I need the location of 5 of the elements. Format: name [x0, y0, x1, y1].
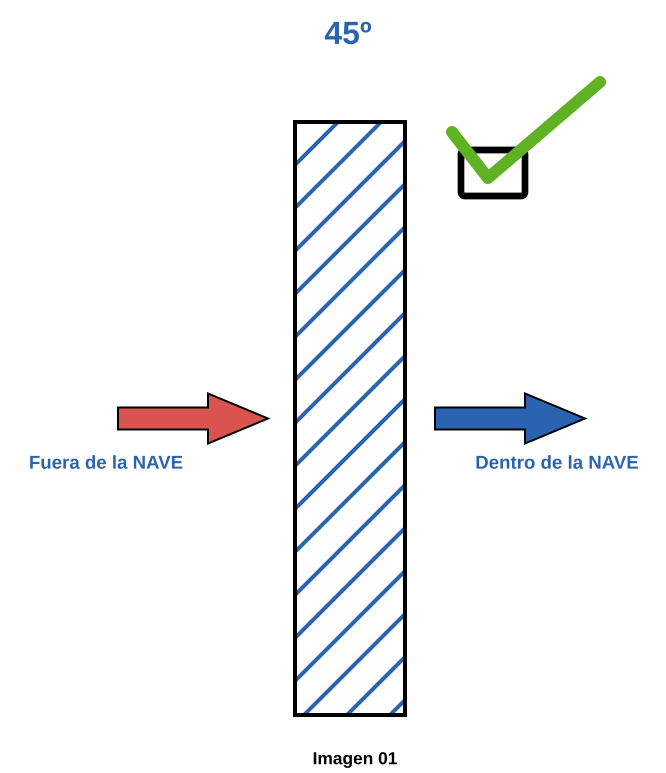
caption: Imagen 01 — [314, 752, 397, 768]
hatched-panel — [293, 120, 407, 717]
title: 45º — [324, 22, 372, 44]
side-label: Fuera de la NAVE — [30, 455, 182, 469]
side-label: Dentro de la NAVE — [476, 455, 638, 469]
